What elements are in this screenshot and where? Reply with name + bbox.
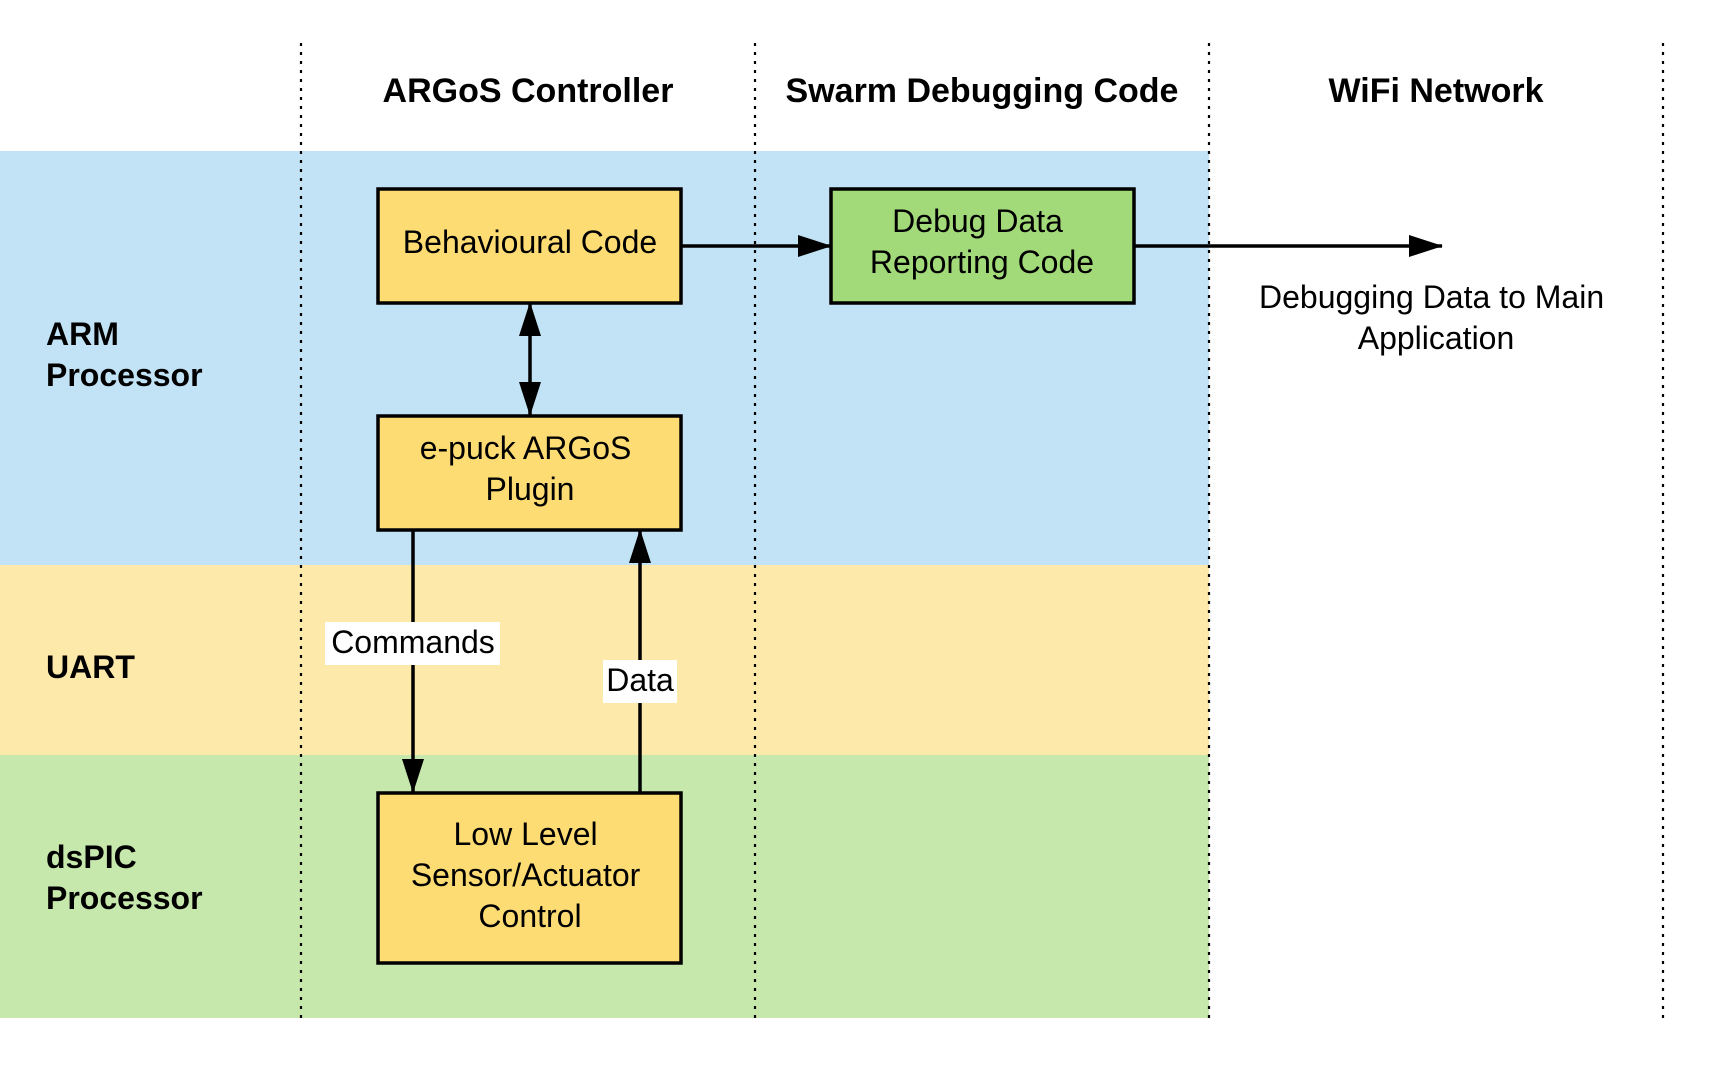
column-header-argos-controller: ARGoS Controller xyxy=(383,72,674,110)
row-label-dspic-line1: dsPIC xyxy=(46,839,137,875)
node-debug-data-reporting-label: Debug Data Reporting Code xyxy=(870,203,1094,280)
node-behavioural-code: Behavioural Code xyxy=(376,187,683,305)
node-low-level-line1: Low Level xyxy=(454,816,598,852)
data-label-background xyxy=(603,660,677,703)
output-line1: Debugging Data to Main xyxy=(1259,279,1604,315)
commands-label-background xyxy=(325,622,500,665)
output-debugging-data-text: Debugging Data to Main Application xyxy=(1259,279,1613,356)
data-label: Data xyxy=(606,662,674,698)
node-behavioural-code-label: Behavioural Code xyxy=(403,224,657,260)
row-label-uart: UART xyxy=(46,649,135,685)
node-epuck-argos-plugin-label: e-puck ARGoS Plugin xyxy=(420,430,641,507)
node-low-level-line3: Control xyxy=(478,898,581,934)
node-epuck-line2: Plugin xyxy=(486,471,575,507)
node-debug-line1: Debug Data xyxy=(892,203,1063,239)
output-line2: Application xyxy=(1358,320,1515,356)
row-label-dspic-processor: dsPIC Processor xyxy=(46,839,203,916)
row-label-arm-line2: Processor xyxy=(46,357,203,393)
node-epuck-line1: e-puck ARGoS xyxy=(420,430,632,466)
node-debug-line2: Reporting Code xyxy=(870,244,1094,280)
column-header-wifi-network: WiFi Network xyxy=(1328,72,1543,110)
column-header-swarm-debugging-code: Swarm Debugging Code xyxy=(786,72,1179,110)
row-label-arm-processor: ARM Processor xyxy=(46,316,203,393)
row-label-arm-line1: ARM xyxy=(46,316,119,352)
node-low-level-line2: Sensor/Actuator xyxy=(411,857,641,893)
node-debug-data-reporting: Debug Data Reporting Code xyxy=(829,187,1136,305)
node-epuck-argos-plugin-box xyxy=(376,414,683,532)
row-label-dspic-line2: Processor xyxy=(46,880,203,916)
node-low-level-control: Low Level Sensor/Actuator Control xyxy=(376,791,683,965)
node-low-level-control-label: Low Level Sensor/Actuator Control xyxy=(411,816,649,934)
node-debug-data-reporting-box xyxy=(829,187,1136,305)
node-behavioural-code-box xyxy=(376,187,683,305)
commands-label: Commands xyxy=(331,624,495,660)
node-low-level-control-box xyxy=(376,791,683,965)
node-epuck-argos-plugin: e-puck ARGoS Plugin xyxy=(376,414,683,532)
